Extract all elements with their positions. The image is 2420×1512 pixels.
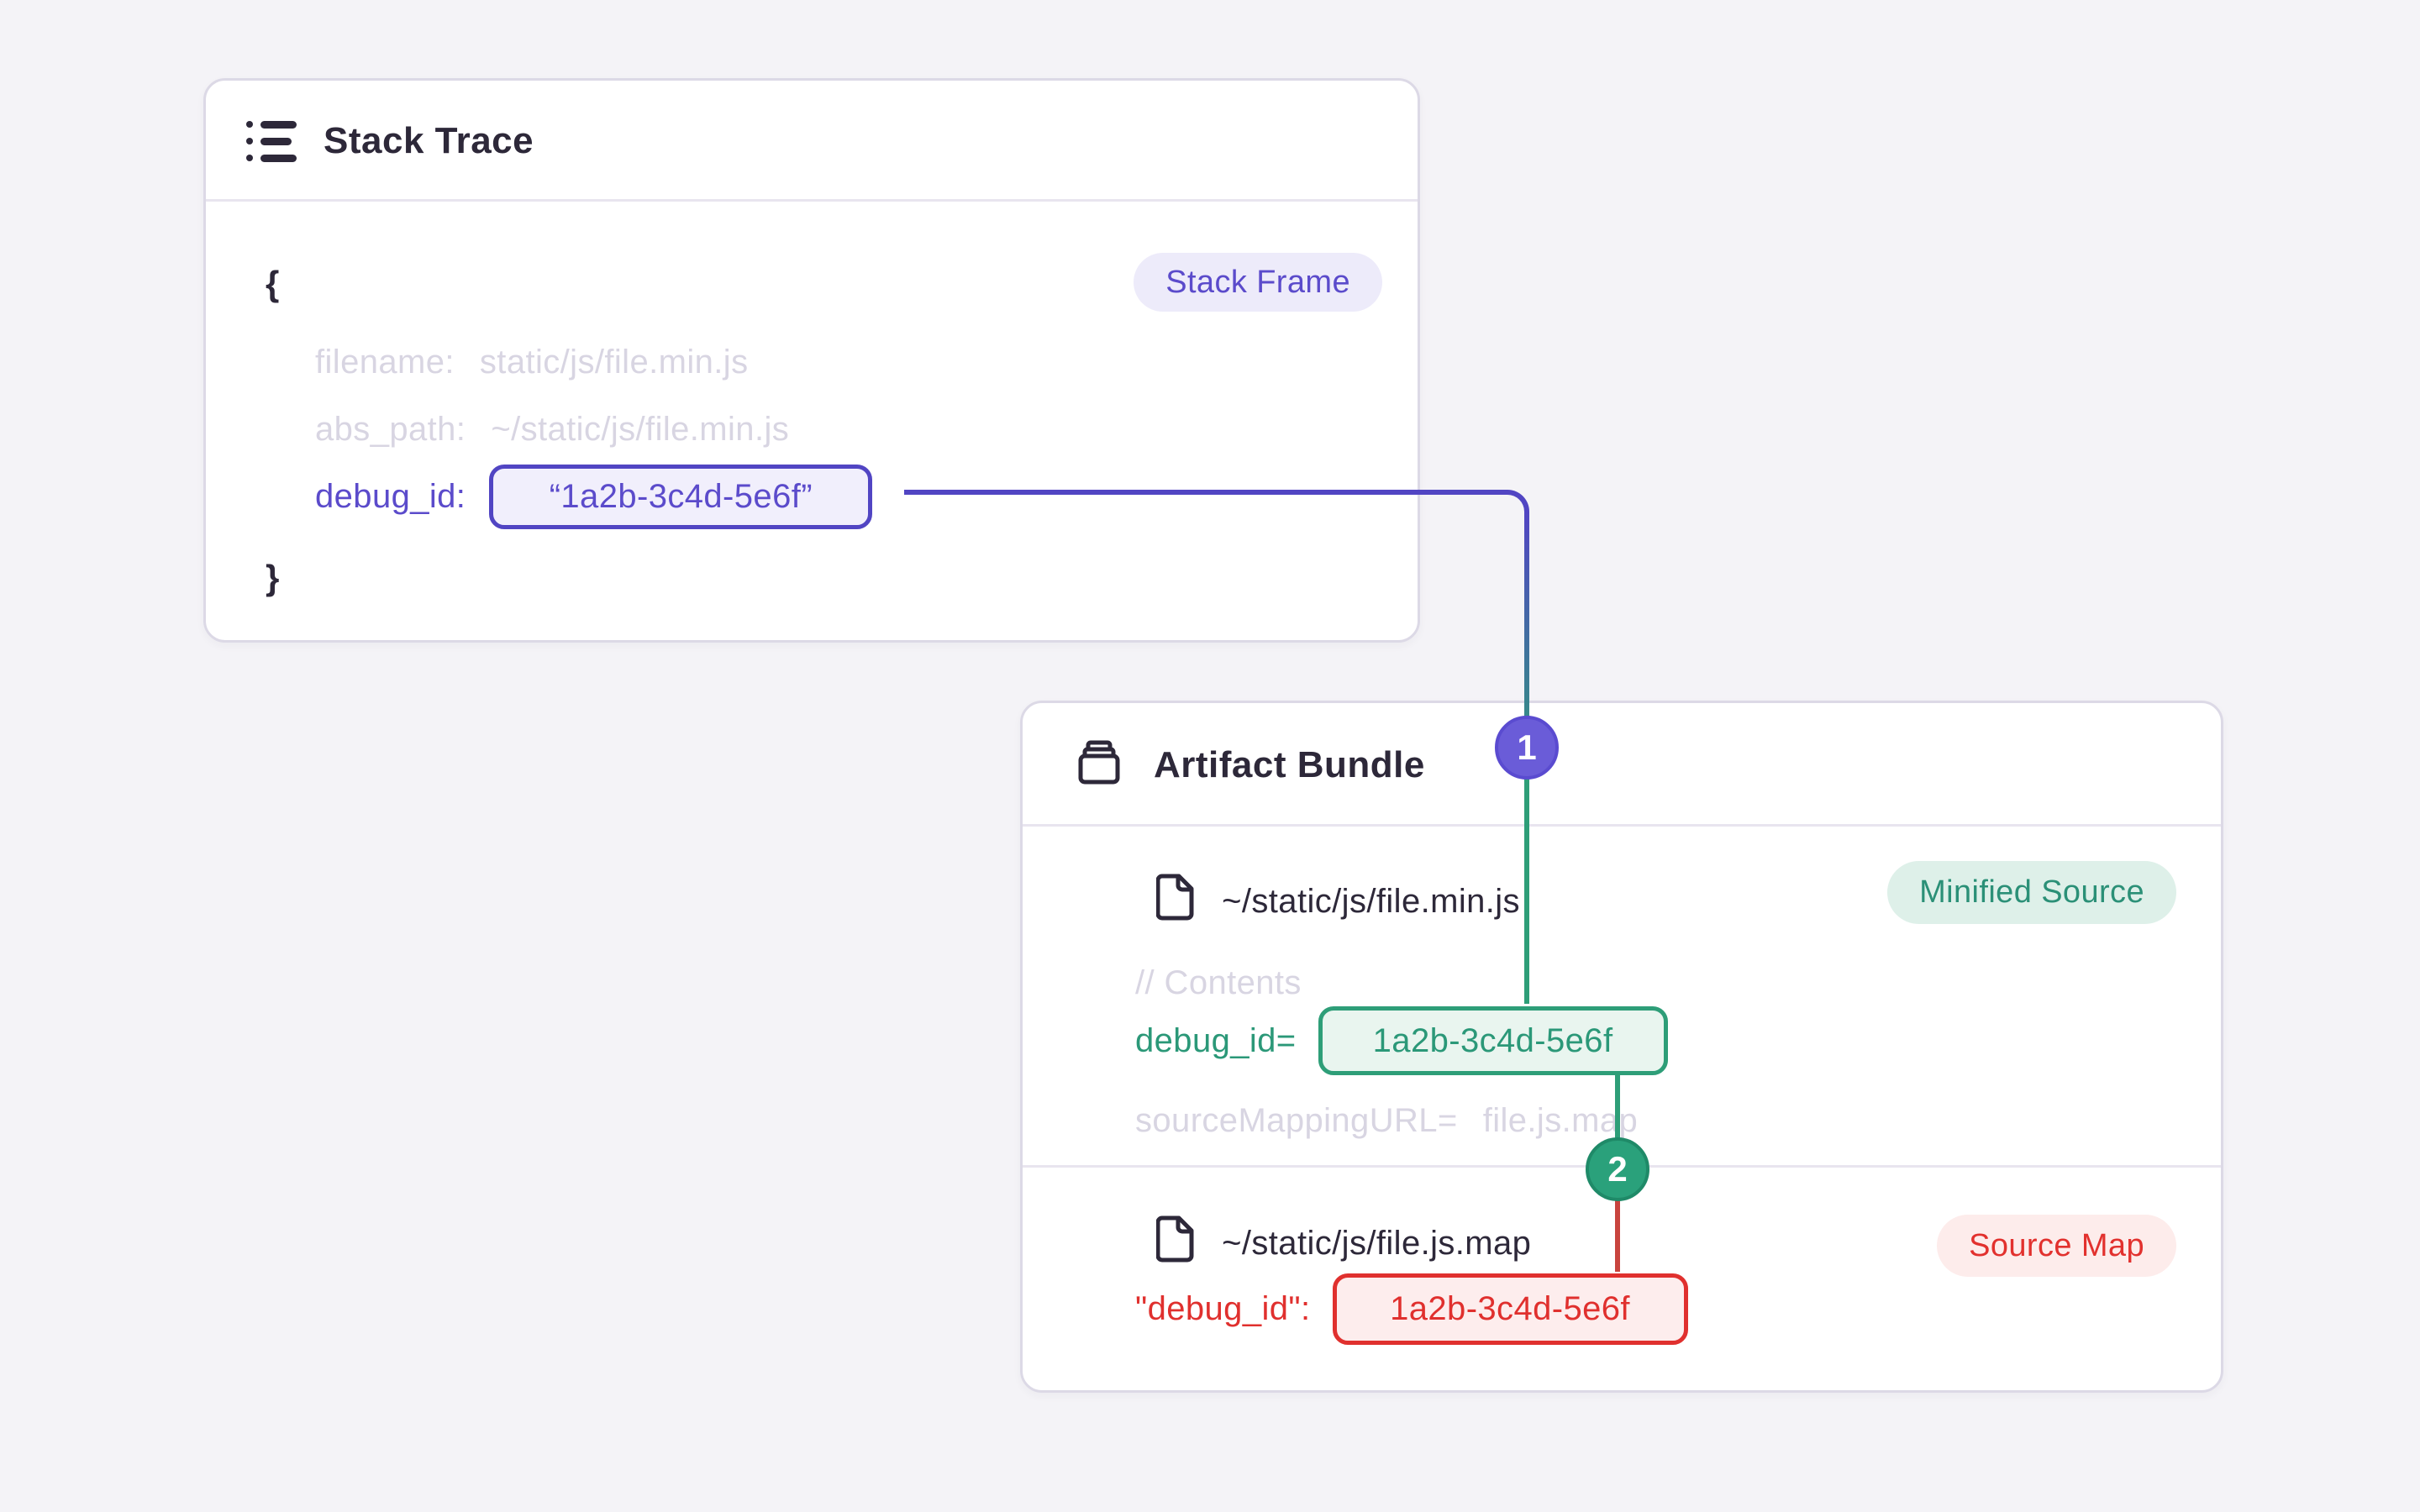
archive-icon <box>1076 738 1125 791</box>
connector-1-horizontal-line <box>904 490 1506 495</box>
close-brace: } <box>266 558 280 597</box>
source-mapping-key: sourceMappingURL= <box>1135 1101 1458 1139</box>
file-icon <box>1079 836 1195 967</box>
map-debug-id-row: "debug_id": 1a2b-3c4d-5e6f <box>1135 1273 1688 1345</box>
source-mapping-row: sourceMappingURL= file.js.map <box>1135 1095 1638 1146</box>
debug-id-box-minified: 1a2b-3c4d-5e6f <box>1318 1006 1668 1075</box>
artifact-bundle-title: Artifact Bundle <box>1154 743 1425 785</box>
step-1-badge: 1 <box>1495 716 1559 780</box>
bundle-debug-id-row: debug_id= 1a2b-3c4d-5e6f <box>1135 1006 1668 1075</box>
comment-text: // Contents <box>1135 963 1302 1001</box>
header-divider <box>1023 824 2221 827</box>
connector-2-red-line <box>1615 1169 1620 1272</box>
abs-path-key: abs_path: <box>315 410 466 448</box>
filename-value: static/js/file.min.js <box>479 343 749 381</box>
connector-1-corner <box>1504 490 1529 515</box>
source-mapping-value: file.js.map <box>1482 1101 1639 1139</box>
header-divider <box>206 199 1418 202</box>
open-brace: { <box>266 264 280 303</box>
debug-id-key: debug_id: <box>315 477 466 515</box>
minified-file-row: ~/static/js/file.min.js <box>1079 874 1520 927</box>
stack-frame-badge: Stack Frame <box>1134 253 1382 312</box>
abs-path-row: abs_path: ~/static/js/file.min.js <box>315 404 789 454</box>
contents-comment: // Contents <box>1135 958 1302 1008</box>
stack-trace-header: Stack Trace <box>206 81 1418 202</box>
bundle-debug-id-key: debug_id= <box>1135 1021 1297 1059</box>
filename-row: filename: static/js/file.min.js <box>315 337 748 387</box>
step-2-badge: 2 <box>1586 1137 1649 1201</box>
artifact-bundle-card: Artifact Bundle ~/static/js/file.min.js … <box>1020 701 2223 1393</box>
source-map-badge: Source Map <box>1937 1215 2176 1277</box>
source-map-file-row: ~/static/js/file.js.map <box>1079 1215 1532 1268</box>
stack-trace-title: Stack Trace <box>324 120 534 161</box>
debug-id-box-source-map: 1a2b-3c4d-5e6f <box>1332 1273 1688 1345</box>
filename-key: filename: <box>315 343 455 381</box>
map-debug-id-key: "debug_id": <box>1135 1290 1311 1327</box>
abs-path-value: ~/static/js/file.min.js <box>491 410 790 448</box>
list-icon <box>246 120 297 162</box>
minified-source-badge: Minified Source <box>1887 861 2176 924</box>
minified-file-path: ~/static/js/file.min.js <box>1222 882 1520 920</box>
debug-id-box-stack-trace: “1a2b-3c4d-5e6f” <box>489 464 873 529</box>
stack-trace-card: Stack Trace Stack Frame { filename: stat… <box>203 78 1420 643</box>
debug-id-row: debug_id: “1a2b-3c4d-5e6f” <box>315 462 873 531</box>
connector-2-green-line <box>1615 1073 1620 1170</box>
artifact-bundle-header: Artifact Bundle <box>1023 703 2221 827</box>
file-icon <box>1079 1178 1195 1309</box>
source-map-file-path: ~/static/js/file.js.map <box>1222 1224 1532 1262</box>
